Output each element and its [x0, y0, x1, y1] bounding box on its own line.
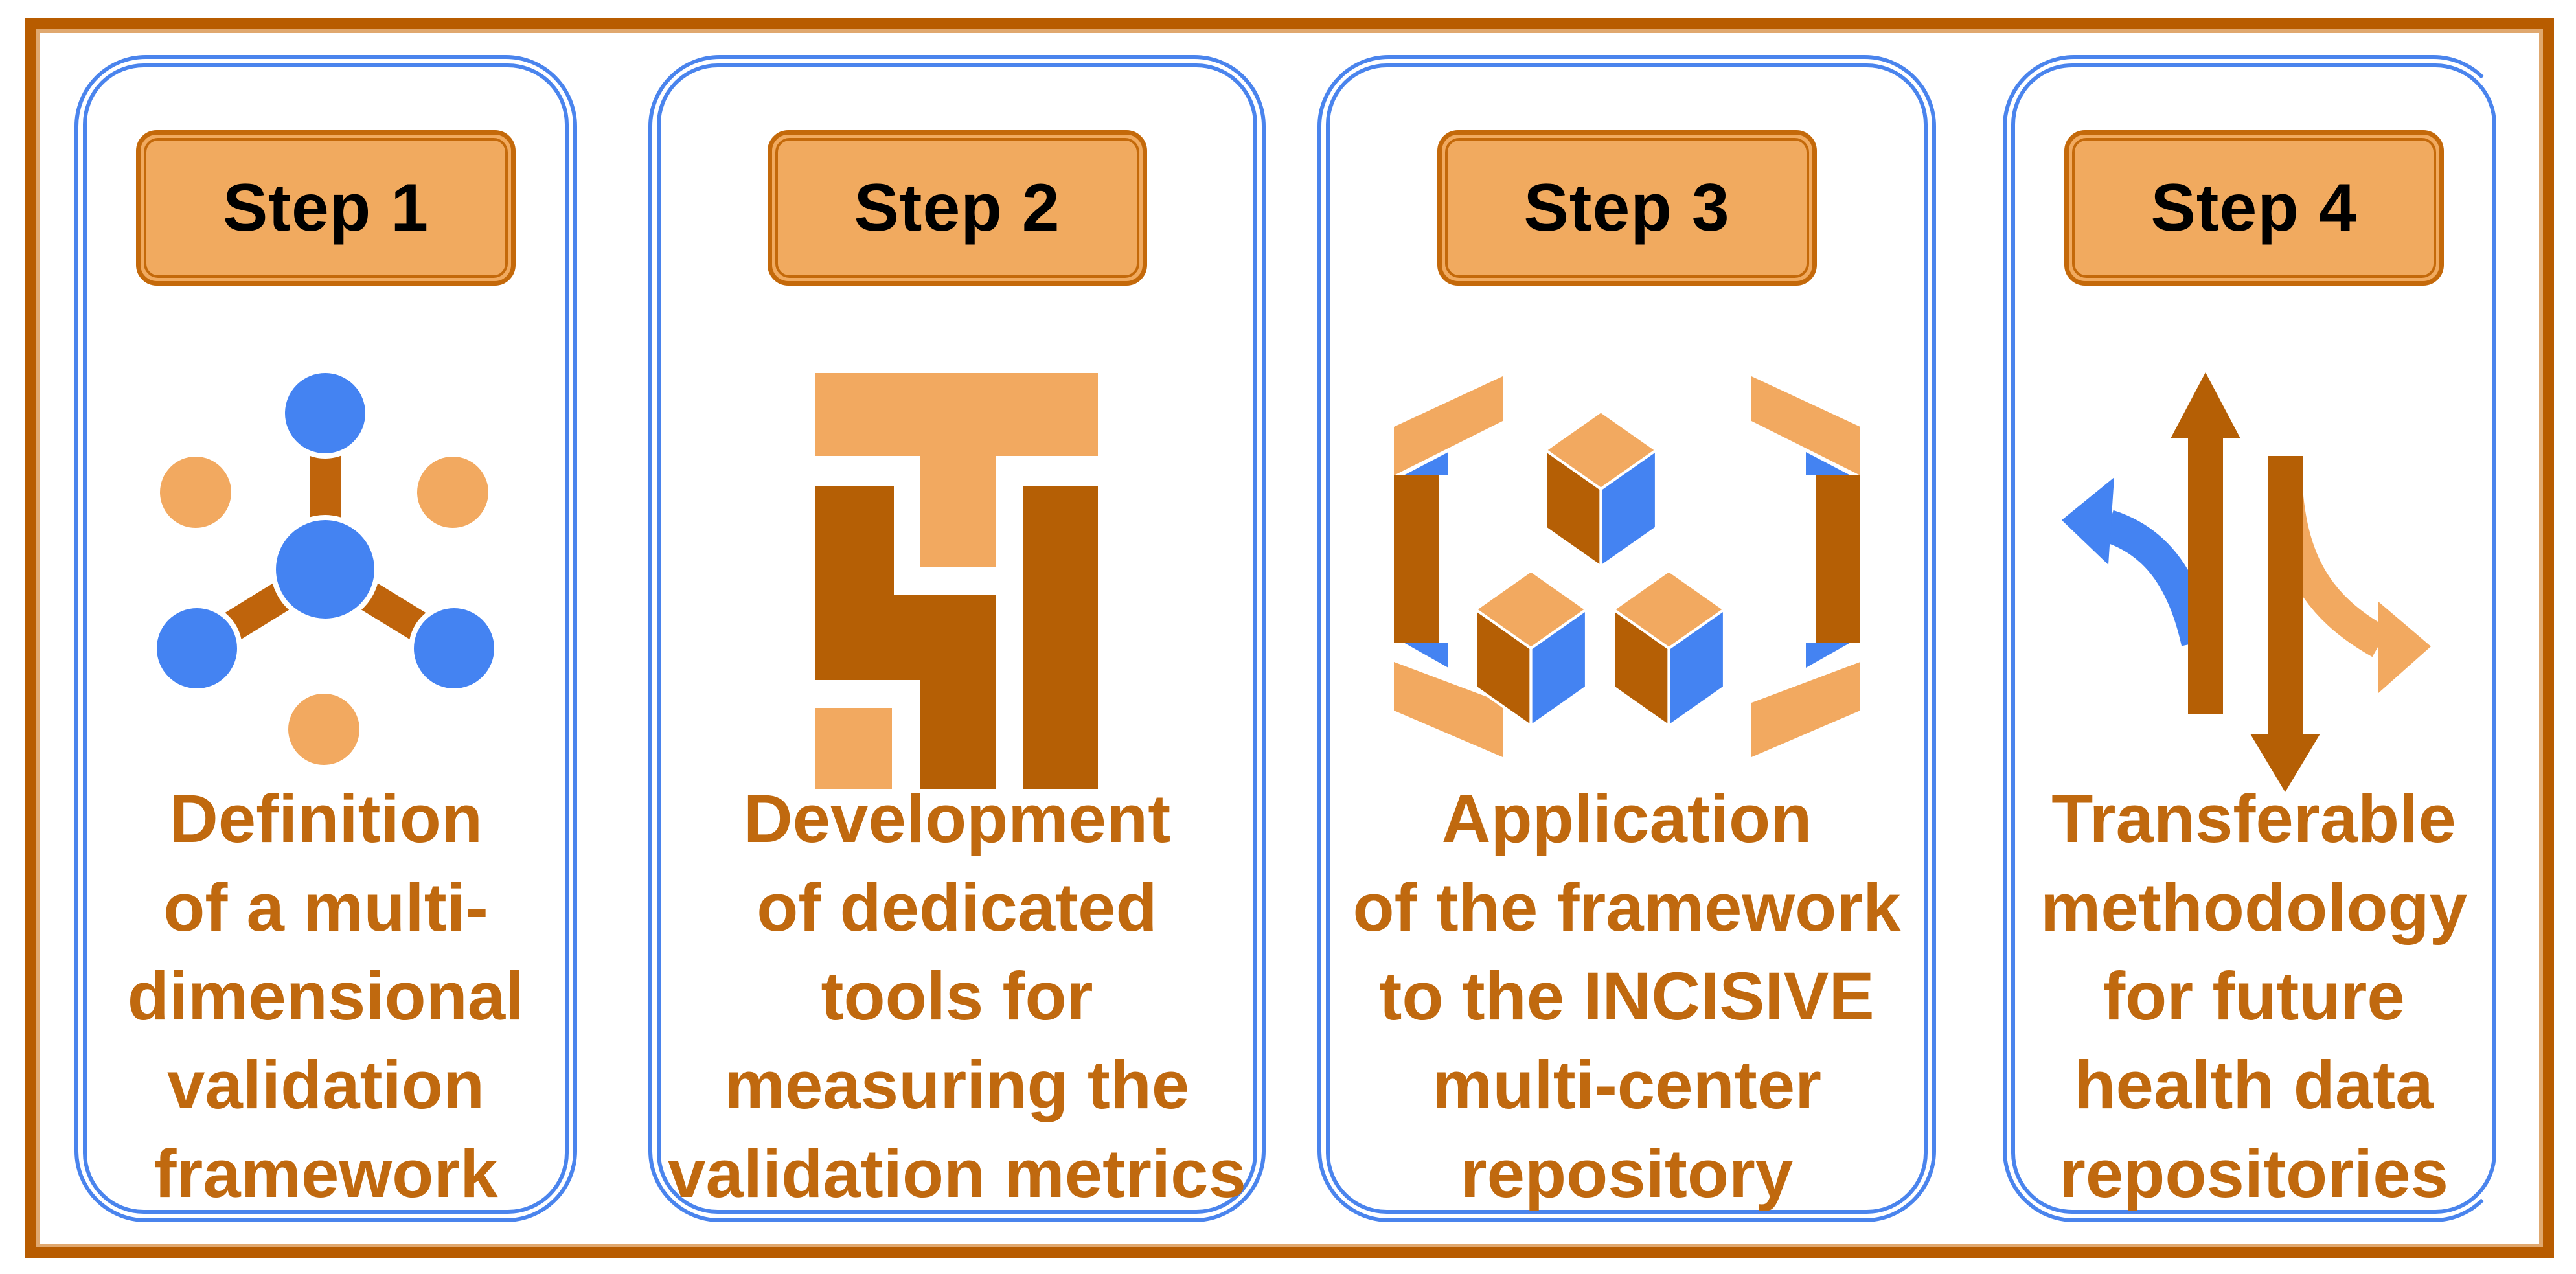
caption-line: repositories [2058, 1136, 2449, 1212]
step-4-badge-bevel [2071, 138, 2436, 278]
step-2-badge-bevel [775, 138, 1139, 278]
step-1-badge-bevel [144, 138, 508, 278]
card-2-inner-border [657, 63, 1257, 1214]
caption-line: validation metrics [668, 1136, 1246, 1212]
caption-line: of dedicated [757, 870, 1157, 946]
card-3-inner-border [1326, 63, 1928, 1214]
step-1-badge: Step 1 [136, 130, 516, 286]
step-2-badge: Step 2 [767, 130, 1147, 286]
caption-line: Transferable [2051, 781, 2456, 857]
block-square [814, 708, 892, 789]
block-t-stem [919, 456, 996, 567]
step-card-2: Step 2 Development of dedicated tools fo… [648, 55, 1266, 1222]
outer-frame [25, 18, 2554, 1258]
card-1-inner-border [83, 63, 569, 1214]
step-card-4: Step 4 Transferable methodology for futu… [2003, 55, 2505, 1222]
caption-line: framework [154, 1136, 498, 1212]
step-1-caption: Definition of a multi- dimensional valid… [90, 775, 562, 1218]
step-1-icon-area [78, 367, 573, 768]
caption-line: dimensional [127, 959, 525, 1034]
step-card-1: Step 1 [74, 55, 577, 1222]
step-2-icon-area [652, 373, 1262, 789]
step-4-icon-area [2007, 367, 2501, 794]
step-2-badge-label: Step 2 [854, 170, 1060, 245]
step-3-caption: Application of the framework to the INCI… [1333, 775, 1921, 1218]
caption-line: Application [1441, 781, 1812, 857]
step-4-caption: Transferable methodology for future heal… [2018, 775, 2489, 1218]
step-4-badge: Step 4 [2064, 130, 2444, 286]
step-card-3: Step 3 [1317, 55, 1936, 1222]
caption-line: Development [743, 781, 1171, 857]
block-left-bar [814, 486, 894, 680]
caption-line: measuring the [724, 1047, 1190, 1123]
caption-line: repository [1460, 1136, 1794, 1212]
caption-line: methodology [2040, 870, 2468, 946]
cubes-repository-icon [1393, 376, 1860, 757]
step-4-badge-label: Step 4 [2150, 170, 2357, 245]
caption-line: health data [2074, 1047, 2434, 1123]
block-arm [893, 595, 996, 680]
block-top-bar [814, 373, 1098, 456]
step-3-badge-bevel [1444, 138, 1809, 278]
step-1-badge-label: Step 1 [222, 170, 429, 245]
molecule-network-icon [152, 368, 499, 765]
step-3-icon-area [1321, 374, 1932, 763]
caption-line: to the INCISIVE [1379, 959, 1875, 1034]
caption-line: for future [2103, 959, 2405, 1034]
block-lower-stem [919, 680, 996, 789]
step-3-badge: Step 3 [1437, 130, 1817, 286]
step-2-caption: Development of dedicated tools for measu… [664, 775, 1250, 1218]
block-right-bar [1023, 486, 1098, 789]
caption-line: validation [166, 1047, 485, 1123]
caption-line: tools for [821, 959, 1093, 1034]
transfer-arrows-icon [2061, 372, 2431, 792]
caption-line: Definition [168, 781, 483, 857]
caption-line: of a multi- [163, 870, 488, 946]
building-blocks-icon [814, 373, 1100, 789]
caption-line: multi-center [1432, 1047, 1821, 1123]
step-3-badge-label: Step 3 [1523, 170, 1730, 245]
card-4-inner-border [2011, 63, 2496, 1214]
caption-line: of the framework [1352, 870, 1901, 946]
